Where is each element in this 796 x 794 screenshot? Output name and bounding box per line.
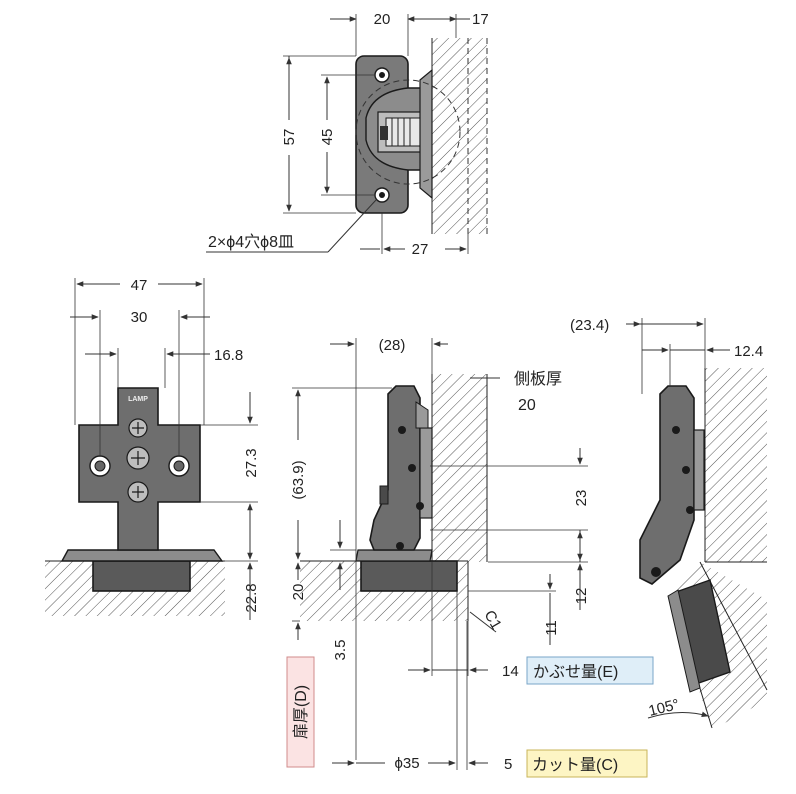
dim-11: 11 bbox=[543, 620, 560, 636]
dim-27-3: 27.3 bbox=[243, 448, 260, 477]
hinge-cup-side bbox=[360, 560, 458, 592]
dim-23: 23 bbox=[573, 490, 590, 507]
brand-label: LAMP bbox=[128, 396, 148, 403]
cup-outline-dashed bbox=[355, 79, 461, 185]
dim-12: 12 bbox=[573, 588, 590, 605]
dim-17: 17 bbox=[472, 11, 489, 28]
dim-45: 45 bbox=[319, 129, 336, 146]
dim-14: 14 bbox=[502, 663, 519, 680]
dim-57: 57 bbox=[281, 129, 298, 146]
dim-3-5: 3.5 bbox=[332, 640, 349, 661]
hinge-cup-front bbox=[92, 560, 191, 592]
cut-label-box bbox=[526, 749, 648, 778]
dim-27: 27 bbox=[412, 241, 429, 258]
dim-5: 5 bbox=[504, 756, 512, 773]
chamfer-c1: C1 bbox=[481, 608, 505, 633]
cut-label: カット量(C) bbox=[532, 757, 618, 774]
hole-note: 2×ϕ4穴ϕ8皿 bbox=[208, 233, 294, 251]
dim-20-door: 20 bbox=[290, 584, 307, 601]
dim-30: 30 bbox=[131, 309, 148, 326]
side-panel-label: 側板厚 bbox=[514, 370, 562, 388]
side-panel-hatch-side bbox=[432, 374, 487, 562]
dim-63-9: (63.9) bbox=[290, 460, 307, 499]
door-label: 扉厚(D) bbox=[292, 685, 310, 739]
open-view: (23.4) 12.4 105° bbox=[570, 317, 768, 730]
overlay-label: かぶせ量(E) bbox=[533, 664, 618, 681]
overlay-label-box bbox=[526, 656, 654, 685]
side-view: (28) 側板厚 20 (63.9) 20 3.5 23 12 bbox=[286, 337, 654, 778]
hinge-arm-open bbox=[639, 385, 695, 585]
hinge-arm-side bbox=[369, 385, 421, 551]
door-label-box bbox=[286, 656, 315, 768]
dim-20: 20 bbox=[374, 11, 391, 28]
dim-28: (28) bbox=[379, 337, 406, 354]
dim-12-4: 12.4 bbox=[734, 343, 763, 360]
front-view: LAMP 47 30 16.8 27.3 bbox=[45, 277, 260, 620]
side-panel-hatch-open bbox=[705, 368, 767, 562]
dim-23-4: (23.4) bbox=[570, 317, 609, 334]
dim-22-8: 22.8 bbox=[243, 583, 260, 612]
side-panel-value: 20 bbox=[518, 397, 536, 414]
dim-16-8: 16.8 bbox=[214, 347, 243, 364]
dim-47: 47 bbox=[131, 277, 148, 294]
angle-105: 105° bbox=[647, 696, 681, 720]
top-view: 20 17 57 45 27 2×ϕ4穴ϕ8皿 bbox=[206, 11, 489, 258]
dim-phi35: ϕ35 bbox=[394, 755, 419, 772]
